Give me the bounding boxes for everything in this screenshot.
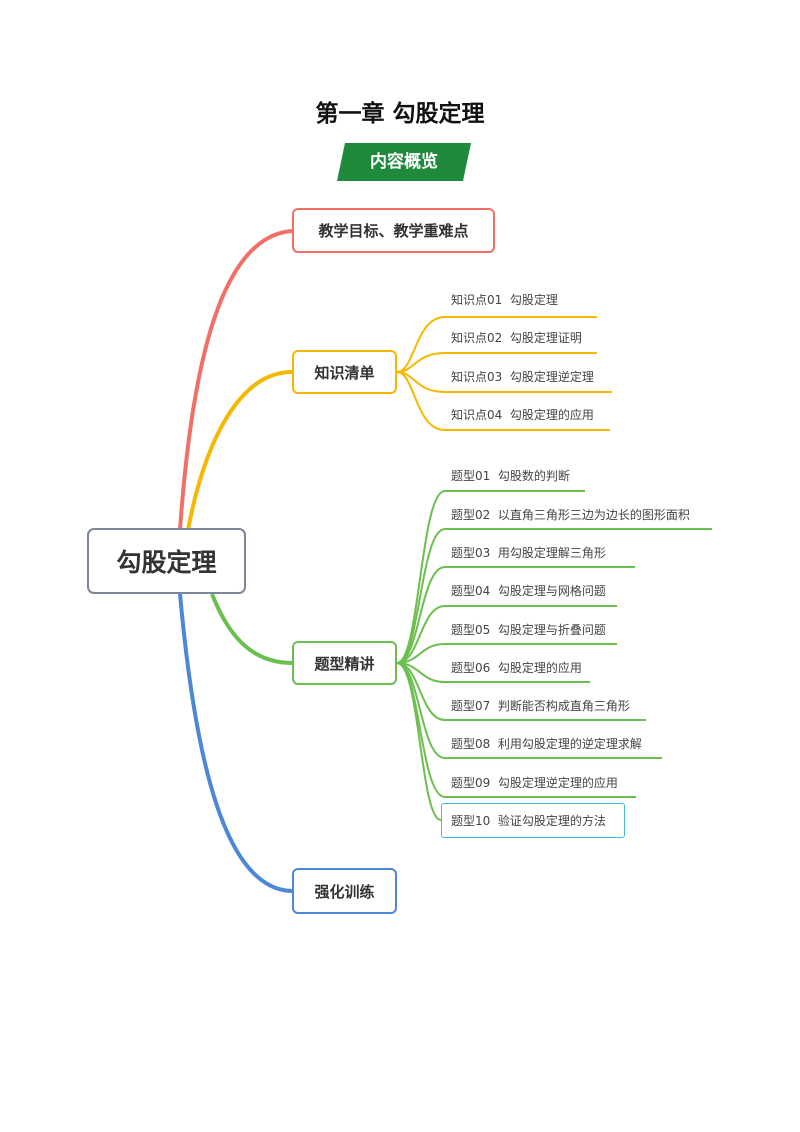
connector-root-training <box>178 593 293 893</box>
knowledge-item[interactable]: 知识点01 勾股定理 <box>451 293 558 307</box>
connector-root-knowledge <box>186 370 293 531</box>
question-type-item[interactable]: 题型07 判断能否构成直角三角形 <box>451 699 630 713</box>
banner-shape <box>337 143 471 181</box>
knowledge-item[interactable]: 知识点04 勾股定理的应用 <box>451 408 594 422</box>
root-node[interactable]: 勾股定理 <box>87 528 246 594</box>
overview-banner: 内容概览 <box>337 143 471 181</box>
question-type-item[interactable]: 题型04 勾股定理与网格问题 <box>451 584 606 598</box>
connector-root-goals <box>178 229 293 531</box>
question-type-item[interactable]: 题型08 利用勾股定理的逆定理求解 <box>451 737 642 751</box>
question-type-item[interactable]: 题型03 用勾股定理解三角形 <box>451 546 606 560</box>
knowledge-branch-lines <box>396 316 612 431</box>
connector-root-questions <box>210 593 293 665</box>
knowledge-item[interactable]: 知识点03 勾股定理逆定理 <box>451 370 594 384</box>
node-knowledge[interactable]: 知识清单 <box>292 350 397 394</box>
knowledge-item[interactable]: 知识点02 勾股定理证明 <box>451 331 582 345</box>
question-type-item[interactable]: 题型01 勾股数的判断 <box>451 469 570 483</box>
question-type-item-selected[interactable]: 题型10 验证勾股定理的方法 <box>451 814 606 828</box>
node-training[interactable]: 强化训练 <box>292 868 397 914</box>
question-type-item[interactable]: 题型05 勾股定理与折叠问题 <box>451 623 606 637</box>
page-title: 第一章 勾股定理 <box>315 100 485 127</box>
question-type-item[interactable]: 题型09 勾股定理逆定理的应用 <box>451 776 618 790</box>
question-type-item[interactable]: 题型02 以直角三角形三边为边长的图形面积 <box>451 508 690 522</box>
question-type-item[interactable]: 题型06 勾股定理的应用 <box>451 661 582 675</box>
node-goals[interactable]: 教学目标、教学重难点 <box>292 208 495 253</box>
banner-label: 内容概览 <box>370 152 438 172</box>
selected-item-frame[interactable] <box>441 803 625 838</box>
question-branch-lines <box>396 490 712 821</box>
node-question-types[interactable]: 题型精讲 <box>292 641 397 685</box>
